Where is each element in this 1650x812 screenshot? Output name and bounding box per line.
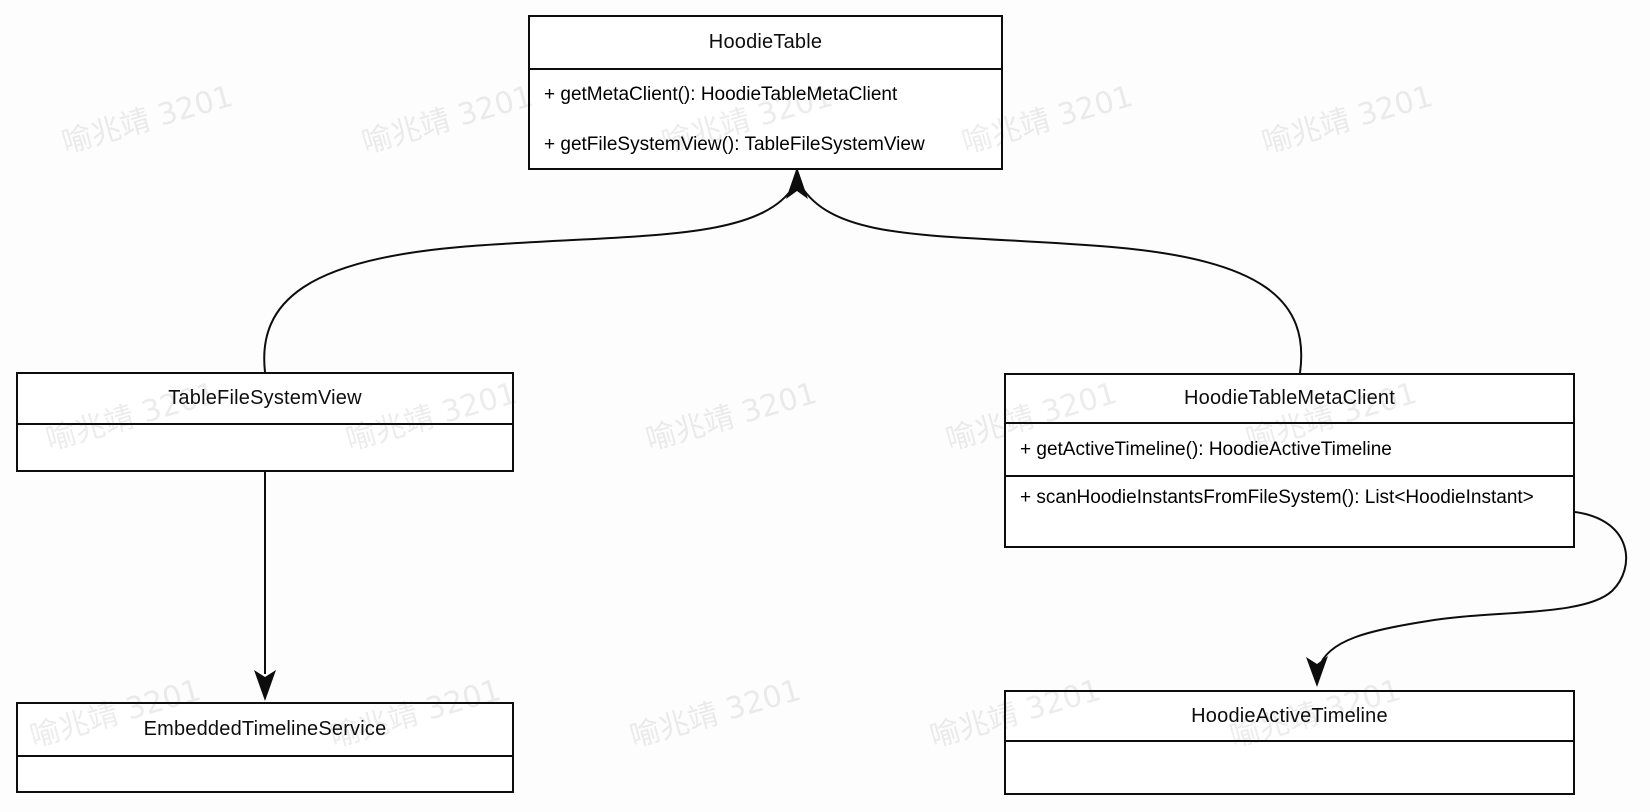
class-hoodie-table: HoodieTable + getMetaClient(): HoodieTab… xyxy=(528,15,1003,170)
arrowhead-down-left-icon xyxy=(1306,656,1328,687)
class-title: HoodieTableMetaClient xyxy=(1184,387,1395,409)
arrowhead-up-icon xyxy=(786,167,808,199)
class-title: HoodieActiveTimeline xyxy=(1191,704,1388,727)
class-compartment-empty xyxy=(18,423,512,470)
class-compartment-empty xyxy=(1006,740,1573,793)
class-member: + scanHoodieInstantsFromFileSystem(): Li… xyxy=(1020,487,1534,508)
class-title: TableFileSystemView xyxy=(168,387,362,409)
class-member: + getActiveTimeline(): HoodieActiveTimel… xyxy=(1020,438,1392,460)
watermark-text: 喻兆靖 3201 xyxy=(358,78,537,162)
class-hoodie-active-timeline: HoodieActiveTimeline xyxy=(1004,690,1575,795)
class-compartment: + getActiveTimeline(): HoodieActiveTimel… xyxy=(1006,422,1573,475)
watermark-text: 喻兆靖 3201 xyxy=(626,672,805,756)
class-compartment: + getMetaClient(): HoodieTableMetaClient… xyxy=(530,68,1001,168)
class-title: EmbeddedTimelineService xyxy=(143,718,387,740)
class-embedded-timeline-service: EmbeddedTimelineService xyxy=(16,702,514,793)
class-table-file-system-view: TableFileSystemView xyxy=(16,372,514,472)
arrowhead-down-icon xyxy=(254,670,276,701)
class-compartment: + scanHoodieInstantsFromFileSystem(): Li… xyxy=(1006,475,1573,546)
watermark-text: 喻兆靖 3201 xyxy=(642,375,821,459)
edge-hoodietablemetaclient-to-hoodietable xyxy=(800,185,1303,374)
class-title: HoodieTable xyxy=(708,31,823,53)
class-hoodie-table-meta-client: HoodieTableMetaClient + getActiveTimelin… xyxy=(1004,373,1575,548)
class-compartment-empty xyxy=(18,755,512,791)
class-member: + getFileSystemView(): TableFileSystemVi… xyxy=(544,134,925,155)
class-member: + getMetaClient(): HoodieTableMetaClient xyxy=(544,84,898,105)
watermark-text: 喻兆靖 3201 xyxy=(58,78,237,162)
watermark-text: 喻兆靖 3201 xyxy=(1258,78,1437,162)
edge-tablefilesystemview-to-hoodietable xyxy=(263,185,795,373)
